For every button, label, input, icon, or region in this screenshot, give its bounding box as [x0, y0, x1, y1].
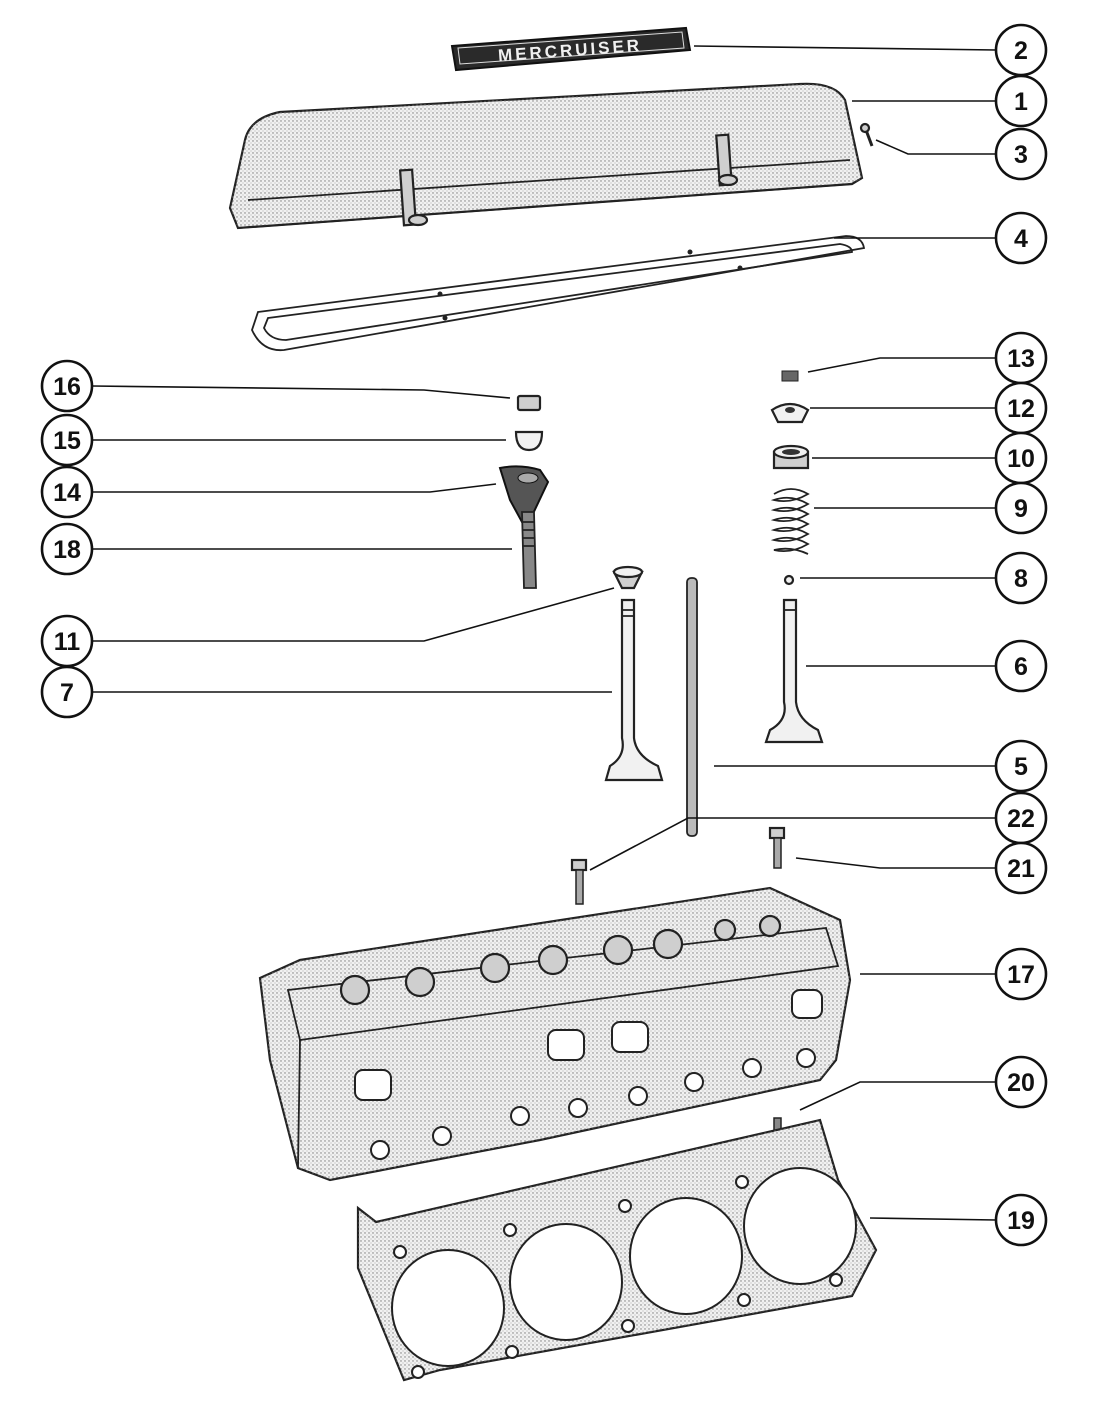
emblem-badge: MERCRUISER [450, 26, 692, 72]
callout-22-number: 22 [1007, 805, 1035, 833]
callout-18: 18 [40, 522, 94, 576]
callout-3: 3 [994, 127, 1048, 181]
callout-5-number: 5 [1014, 753, 1028, 781]
callout-9-number: 9 [1014, 495, 1028, 523]
callout-6: 6 [994, 639, 1048, 693]
callout-2: 2 [994, 23, 1048, 77]
callout-21-number: 21 [1007, 855, 1035, 883]
short-head-bolt [768, 826, 786, 869]
callout-2-number: 2 [1014, 37, 1028, 65]
exhaust-valve [764, 598, 824, 744]
exhaust-spring-cap [770, 402, 810, 424]
callout-11: 11 [40, 614, 94, 668]
cover-gasket [251, 235, 866, 352]
callout-21: 21 [994, 841, 1048, 895]
callout-8-number: 8 [1014, 565, 1028, 593]
rocker-nut [516, 394, 542, 412]
head-gasket [356, 1118, 878, 1382]
callout-16: 16 [40, 359, 94, 413]
callout-7-number: 7 [60, 679, 74, 707]
callout-11-number: 11 [54, 628, 81, 656]
callout-bubbles: 2 1 3 4 13 12 10 9 8 6 5 22 21 17 20 19 … [40, 23, 1048, 1247]
cylinder-head [258, 886, 852, 1182]
callout-3-number: 3 [1014, 141, 1028, 169]
callout-13-number: 13 [1007, 345, 1035, 373]
callout-22: 22 [994, 791, 1048, 845]
spark-plug-holes [370, 1048, 816, 1160]
valve-spring [770, 488, 810, 555]
valve-lock [781, 370, 799, 382]
callout-7: 7 [40, 665, 94, 719]
callout-1: 1 [994, 74, 1048, 128]
ports-row [354, 989, 823, 1101]
callout-20: 20 [994, 1055, 1048, 1109]
intake-spring-cap [612, 565, 644, 590]
valve-stem-seal [783, 574, 795, 586]
rocker-cover [228, 82, 864, 230]
callout-10-number: 10 [1007, 445, 1035, 473]
callout-14: 14 [40, 465, 94, 519]
valve-springs-row [339, 914, 782, 1006]
callout-16-number: 16 [53, 373, 81, 401]
rocker-stud [521, 511, 537, 589]
callout-1-number: 1 [1014, 88, 1028, 116]
callout-17: 17 [994, 947, 1048, 1001]
callout-9: 9 [994, 481, 1048, 535]
callout-14-number: 14 [53, 479, 81, 507]
callout-20-number: 20 [1007, 1069, 1035, 1097]
callout-18-number: 18 [53, 536, 81, 564]
callout-15-number: 15 [53, 427, 81, 455]
intake-valve [604, 598, 664, 782]
callout-15: 15 [40, 413, 94, 467]
callout-19-number: 19 [1007, 1207, 1035, 1235]
callout-5: 5 [994, 739, 1048, 793]
callout-12: 12 [994, 381, 1048, 435]
spring-shield [772, 444, 810, 470]
callout-6-number: 6 [1014, 653, 1028, 681]
callout-4: 4 [994, 211, 1048, 265]
callout-19: 19 [994, 1193, 1048, 1247]
cover-screw [859, 122, 874, 147]
callout-12-number: 12 [1007, 395, 1035, 423]
callout-17-number: 17 [1007, 961, 1035, 989]
callout-4-number: 4 [1014, 225, 1028, 253]
gasket-bolt-holes [393, 1175, 843, 1379]
callout-13: 13 [994, 331, 1048, 385]
long-head-bolt [570, 858, 588, 905]
callout-10: 10 [994, 431, 1048, 485]
callout-8: 8 [994, 551, 1048, 605]
leader-lines [91, 45, 997, 1221]
push-rod [686, 577, 698, 837]
rocker-ball [514, 430, 544, 452]
